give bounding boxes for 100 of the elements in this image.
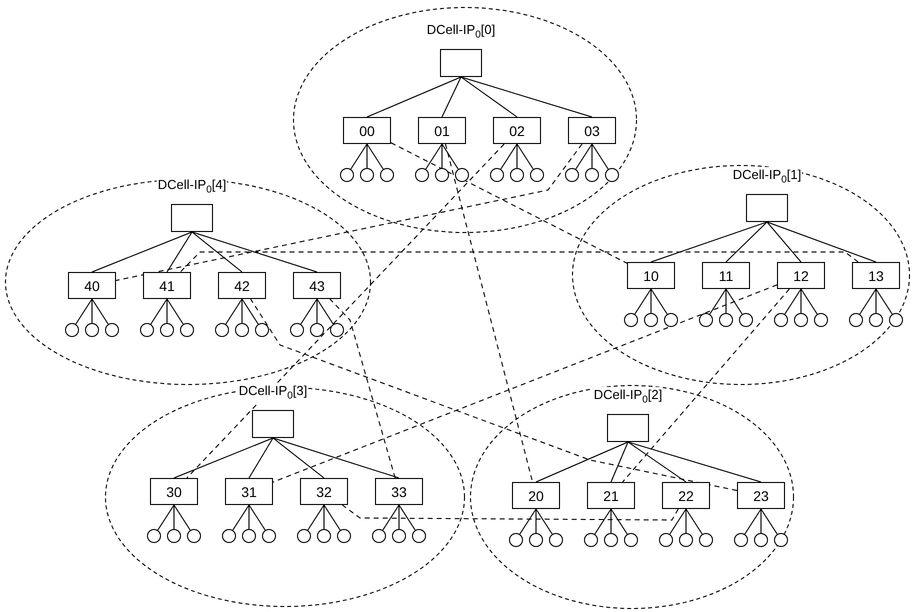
link-line — [686, 508, 703, 535]
link-line — [248, 438, 274, 478]
server-box: 01 — [418, 117, 466, 144]
link-line — [744, 508, 762, 535]
link-line — [166, 298, 184, 325]
host-circle — [774, 313, 788, 327]
host-circle — [415, 168, 429, 182]
link-line — [669, 508, 686, 535]
host-circle — [187, 529, 201, 543]
link-line — [634, 288, 652, 315]
switch-box — [252, 410, 294, 438]
host-circle — [585, 168, 599, 182]
link-line — [366, 144, 384, 170]
host-circle — [529, 533, 543, 547]
link-line — [628, 442, 686, 482]
dashed-link — [444, 144, 534, 482]
host-circle — [455, 168, 469, 182]
link-line — [726, 222, 768, 262]
host-circle — [180, 323, 194, 337]
host-circle — [255, 323, 269, 337]
link-line — [150, 298, 168, 325]
host-circle — [435, 168, 449, 182]
link-line — [366, 76, 462, 118]
host-circle — [510, 168, 524, 182]
link-line — [575, 144, 592, 170]
host-circle — [509, 533, 523, 547]
link-line — [425, 144, 442, 170]
link-line — [232, 504, 250, 531]
server-box: 30 — [150, 478, 198, 505]
host-circle — [297, 529, 311, 543]
server-box: 02 — [493, 117, 541, 144]
link-line — [536, 508, 553, 535]
server-box: 42 — [218, 272, 266, 299]
link-line — [248, 504, 250, 530]
cell-ellipse — [470, 385, 794, 609]
host-circle — [105, 323, 119, 337]
link-line — [760, 508, 762, 534]
server-box: 33 — [375, 478, 423, 505]
link-line — [650, 222, 768, 262]
link-line — [726, 288, 743, 315]
host-circle — [734, 533, 748, 547]
link-line — [192, 232, 318, 272]
link-line — [92, 298, 109, 325]
link-line — [272, 438, 400, 478]
link-line — [610, 508, 628, 535]
cell-ellipse — [572, 165, 910, 385]
link-line — [366, 144, 368, 168]
link-line — [610, 508, 612, 534]
dashed-link — [390, 142, 628, 264]
server-box: 31 — [225, 478, 273, 505]
host-circle — [739, 313, 753, 327]
link-line — [650, 288, 668, 315]
link-line — [650, 288, 652, 314]
server-box: 40 — [68, 272, 116, 299]
dashed-link — [272, 284, 778, 483]
switch-box — [746, 194, 788, 222]
link-line — [166, 232, 192, 272]
host-circle — [774, 533, 788, 547]
link-line — [859, 288, 876, 315]
server-box: 32 — [300, 478, 348, 505]
link-line — [460, 76, 518, 118]
dashed-link — [329, 298, 396, 478]
link-line — [500, 144, 518, 170]
host-circle — [215, 323, 229, 337]
link-line — [800, 288, 818, 315]
host-circle — [699, 313, 713, 327]
host-circle — [644, 313, 658, 327]
dashed-link — [622, 288, 790, 482]
link-line — [594, 508, 612, 535]
server-box: 21 — [587, 482, 635, 509]
server-box: 43 — [293, 272, 341, 299]
host-circle — [372, 529, 386, 543]
link-line — [766, 222, 876, 262]
link-line — [398, 504, 416, 531]
host-circle — [392, 529, 406, 543]
link-line — [760, 508, 778, 535]
host-circle — [624, 533, 638, 547]
host-circle — [140, 323, 154, 337]
server-box: 20 — [512, 482, 560, 509]
server-box: 03 — [568, 117, 616, 144]
link-line — [192, 232, 242, 272]
host-circle — [869, 313, 883, 327]
link-line — [442, 76, 462, 118]
link-line — [800, 288, 802, 314]
host-circle — [794, 313, 808, 327]
link-line — [592, 144, 609, 170]
link-line — [92, 232, 192, 272]
host-circle — [814, 313, 828, 327]
host-circle — [317, 529, 331, 543]
server-box: 22 — [662, 482, 710, 509]
host-circle — [65, 323, 79, 337]
host-circle — [85, 323, 99, 337]
host-circle — [604, 533, 618, 547]
host-circle — [337, 529, 351, 543]
cell-ellipse — [293, 7, 637, 233]
link-line — [307, 504, 324, 531]
cell-ellipse — [5, 179, 371, 385]
link-line — [766, 222, 802, 262]
host-circle — [490, 168, 504, 182]
host-circle — [340, 168, 354, 182]
